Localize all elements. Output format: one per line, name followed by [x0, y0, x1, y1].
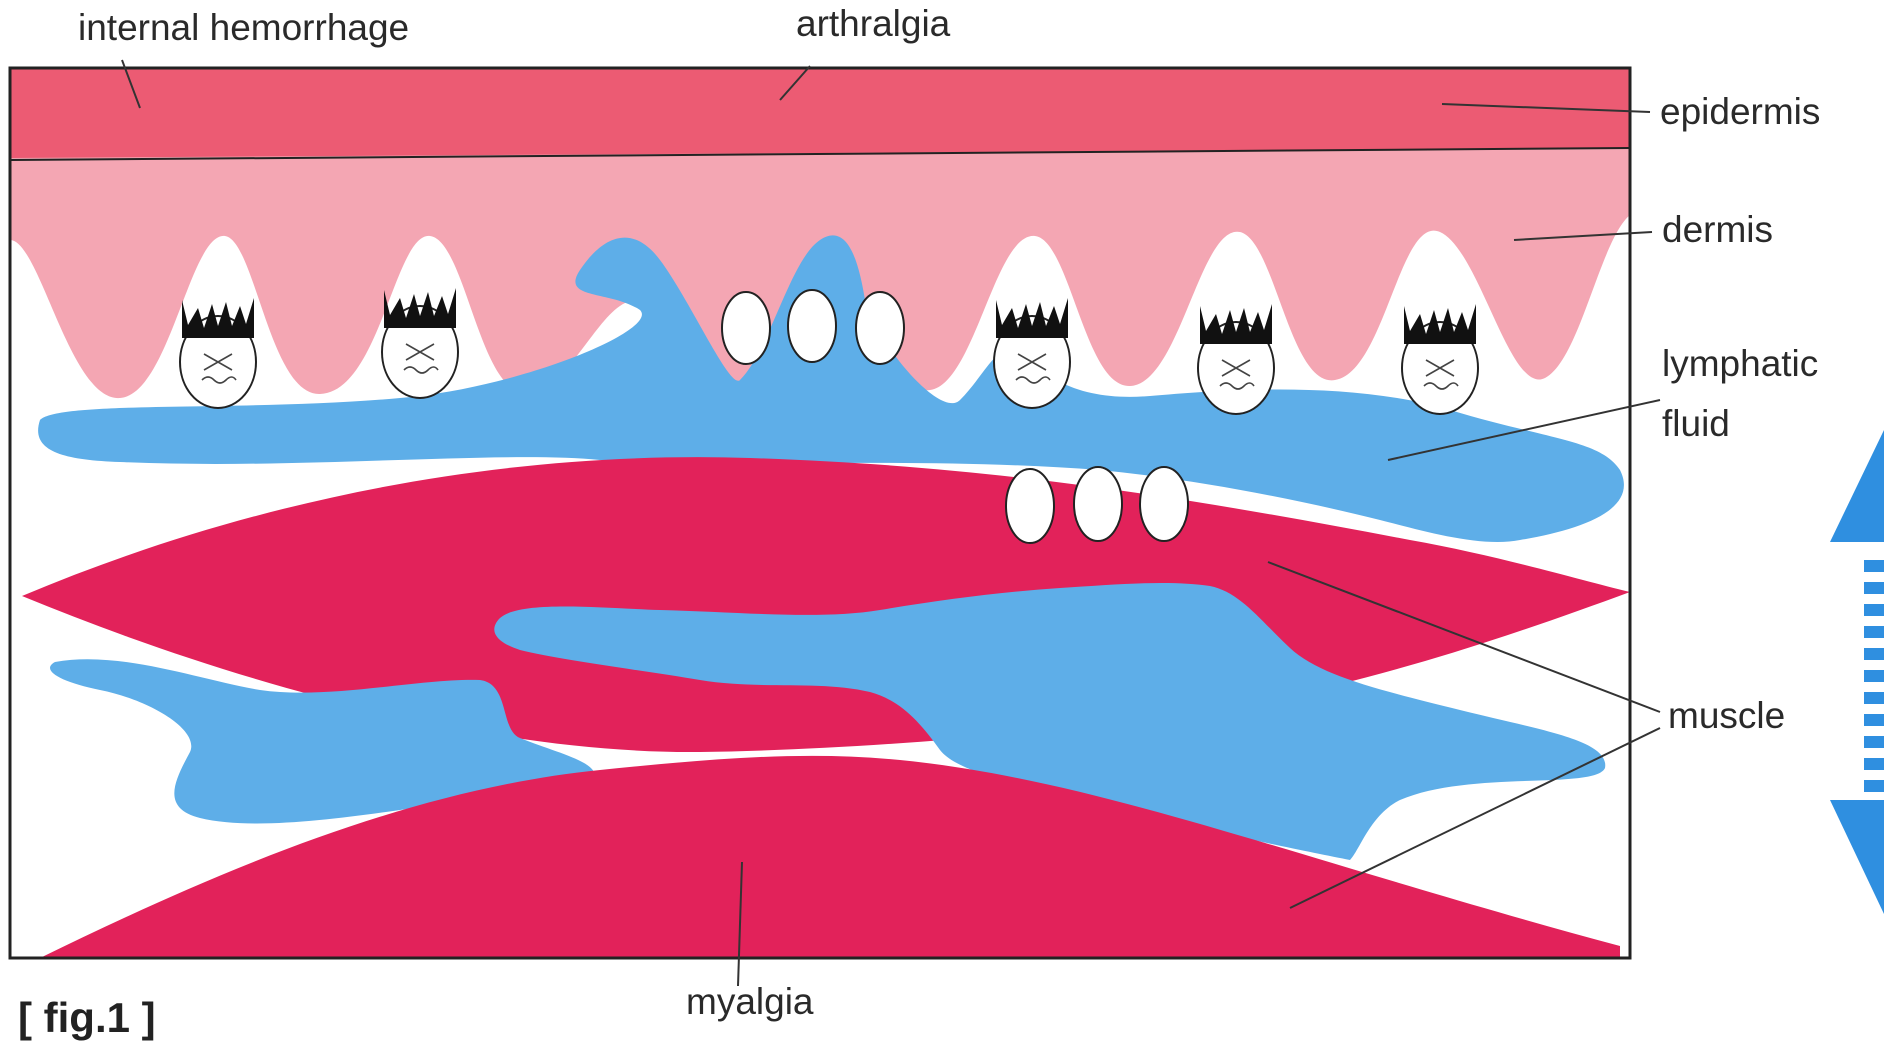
double-arrow-icon: [1830, 430, 1884, 914]
label-muscle: muscle: [1668, 695, 1785, 736]
label-myalgia: myalgia: [686, 981, 814, 1022]
figure-caption: [ fig.1 ]: [18, 994, 156, 1041]
epidermis-layer: [10, 68, 1630, 160]
label-fluid: fluid: [1662, 403, 1730, 444]
muscle-cells: [1006, 467, 1188, 543]
label-arthralgia: arthralgia: [796, 3, 951, 44]
label-lymphatic: lymphatic: [1662, 343, 1818, 384]
label-epidermis: epidermis: [1660, 91, 1820, 132]
lymph-cells-top: [722, 290, 904, 364]
label-internal-hemorrhage: internal hemorrhage: [78, 7, 409, 48]
label-dermis: dermis: [1662, 209, 1773, 250]
